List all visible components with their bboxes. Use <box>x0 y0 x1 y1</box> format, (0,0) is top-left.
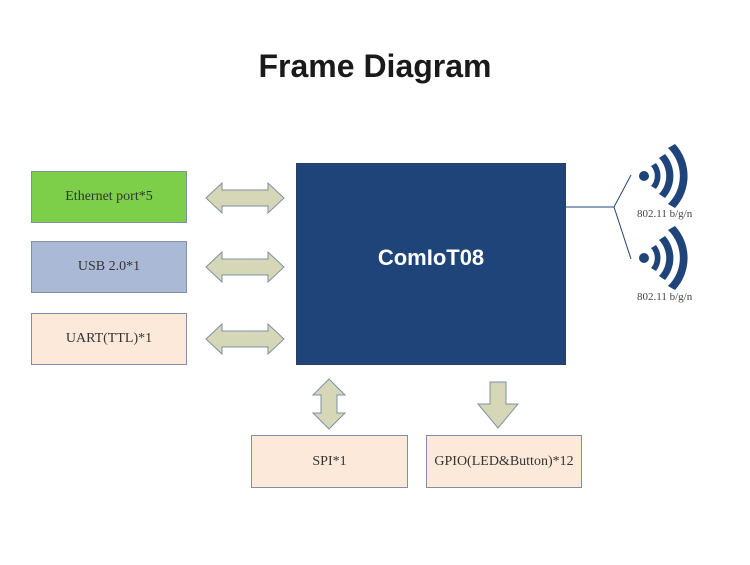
core-module-box: ComIoT08 <box>296 163 566 365</box>
antenna-connector <box>566 174 632 260</box>
ethernet-link-arrow <box>205 181 285 215</box>
spi-label: SPI*1 <box>312 453 347 469</box>
usb-label: USB 2.0*1 <box>77 259 141 274</box>
wifi-signal-icon <box>639 226 688 290</box>
ethernet-port-box: Ethernet port*5 <box>31 171 187 223</box>
uart-label: UART(TTL)*1 <box>65 331 153 346</box>
wifi-standard-label: 802.11 b/g/n <box>637 208 693 220</box>
wifi-standard-label: 802.11 b/g/n <box>637 291 693 303</box>
spi-link-arrow <box>311 378 347 430</box>
uart-link-arrow <box>205 322 285 356</box>
uart-box: UART(TTL)*1 <box>31 313 187 365</box>
gpio-link-arrow <box>476 381 520 429</box>
gpio-box: GPIO(LED&Button)*12 <box>426 435 582 488</box>
core-module-label: ComIoT08 <box>377 245 485 270</box>
wifi-signal-icon <box>639 144 688 208</box>
usb-link-arrow <box>205 250 285 284</box>
gpio-label: GPIO(LED&Button)*12 <box>434 453 574 469</box>
usb-box: USB 2.0*1 <box>31 241 187 293</box>
ethernet-port-label: Ethernet port*5 <box>65 189 153 204</box>
spi-box: SPI*1 <box>251 435 408 488</box>
diagram-title: Frame Diagram <box>258 48 492 84</box>
